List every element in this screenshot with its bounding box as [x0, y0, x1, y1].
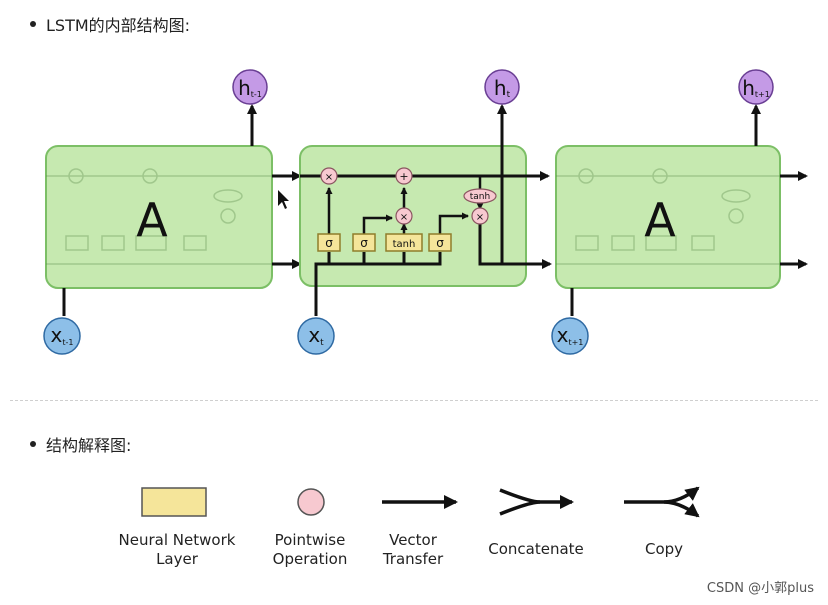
- legend-concat-icon: [499, 488, 574, 516]
- svg-text:×: ×: [325, 172, 333, 183]
- legend-graphics: [141, 486, 700, 518]
- forget-multiply-op: ×: [320, 167, 338, 185]
- input-concat-line: [314, 252, 442, 316]
- svg-text:xt: xt: [308, 323, 324, 348]
- section-heading-structure: LSTM的内部结构图:: [30, 12, 190, 36]
- svg-text:×: ×: [400, 212, 408, 223]
- cell-right-label: A: [644, 193, 676, 247]
- section-divider: [10, 400, 818, 401]
- output-multiply-op: ×: [471, 207, 489, 225]
- svg-text:tanh: tanh: [470, 192, 490, 202]
- bullet-icon: [30, 441, 36, 447]
- cell-left-label: A: [136, 193, 168, 247]
- node-x-next: xt+1: [551, 317, 589, 355]
- lstm-cell-right: A: [555, 145, 781, 289]
- lstm-diagram: A σ σ tanh σ ×: [43, 69, 808, 355]
- section-heading-legend: 结构解释图:: [30, 432, 131, 456]
- forget-gate-layer: σ: [317, 233, 341, 252]
- svg-text:xt-1: xt-1: [51, 323, 74, 347]
- legend-label-concat: Concatenate: [488, 540, 584, 558]
- node-x-cur: xt: [297, 317, 335, 355]
- input-multiply-op: ×: [395, 207, 413, 225]
- legend-layer-icon: [141, 487, 207, 517]
- tanh-pointwise-op: tanh: [463, 188, 497, 204]
- svg-text:tanh: tanh: [393, 239, 416, 250]
- svg-text:+: +: [399, 170, 408, 183]
- node-h-cur: ht: [484, 69, 520, 105]
- legend-label-layer: Neural Network Layer: [118, 531, 236, 568]
- legend-pointwise-icon: [297, 488, 325, 516]
- candidate-tanh-layer: tanh: [385, 233, 423, 252]
- lstm-cell-left: A: [45, 145, 273, 289]
- node-h-prev: ht-1: [232, 69, 268, 105]
- heading-lstm-structure: LSTM的内部结构图:: [46, 16, 191, 35]
- legend-label-copy: Copy: [644, 540, 684, 558]
- output-gate-layer: σ: [428, 233, 452, 252]
- svg-text:ht: ht: [494, 76, 511, 100]
- node-h-next: ht+1: [738, 69, 774, 105]
- node-x-prev: xt-1: [43, 317, 81, 355]
- svg-text:xt+1: xt+1: [557, 323, 584, 347]
- svg-text:ht-1: ht-1: [238, 76, 262, 100]
- bullet-icon: [30, 21, 36, 27]
- watermark: CSDN @小郭plus: [706, 581, 814, 596]
- mouse-cursor-icon: [278, 190, 289, 209]
- input-gate-layer: σ: [352, 233, 376, 252]
- legend-label-vector: Vector Transfer: [382, 531, 444, 568]
- legend-label-pointwise: Pointwise Operation: [272, 531, 348, 568]
- svg-text:σ: σ: [436, 236, 444, 250]
- cell-add-op: +: [395, 167, 413, 185]
- svg-text:σ: σ: [360, 236, 368, 250]
- svg-text:ht+1: ht+1: [742, 76, 770, 100]
- svg-text:×: ×: [476, 212, 484, 223]
- heading-legend: 结构解释图:: [46, 436, 132, 455]
- svg-text:σ: σ: [325, 236, 333, 250]
- legend-copy-icon: [624, 486, 700, 518]
